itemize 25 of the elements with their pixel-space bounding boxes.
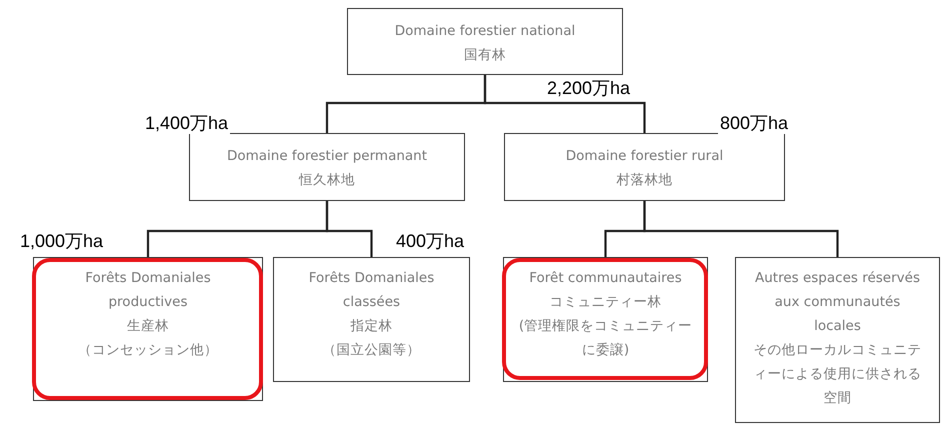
box-text: 恒久林地: [299, 171, 355, 190]
box-text: コミュニティー林: [550, 293, 662, 312]
box-text: (管理権限をコミュニティーに委譲): [518, 317, 693, 360]
box-text: Domaine forestier rural: [566, 147, 724, 166]
category-box: [347, 8, 623, 75]
box-text: Forêts Domaniales productives: [84, 269, 212, 312]
connector-line: [484, 75, 646, 133]
box-text: （コンセッション他）: [78, 341, 218, 360]
box-text: Forêts Domaniales classées: [308, 269, 436, 312]
forest-type-box: [273, 257, 470, 382]
box-text: Domaine forestier national: [394, 22, 576, 41]
box-text: Forêt communautaires: [529, 269, 682, 288]
forest-type-box: [735, 257, 940, 423]
connector-line: [643, 201, 839, 257]
box-text: 生産林: [127, 317, 169, 336]
box-text: その他ローカルコミュニティーによる使用に供される空間: [752, 341, 922, 408]
box-text: （国立公園等）: [322, 341, 420, 360]
category-box: [189, 133, 465, 201]
connector-line: [326, 201, 373, 257]
box-text: Domaine forestier permanant: [226, 147, 428, 166]
box-text: 国有林: [464, 46, 506, 65]
box-text: Autres espaces réservés aux communautés locales: [754, 269, 921, 336]
box-text: 村落林地: [616, 171, 672, 190]
box-text: 指定林: [350, 317, 392, 336]
category-box: [504, 133, 785, 201]
